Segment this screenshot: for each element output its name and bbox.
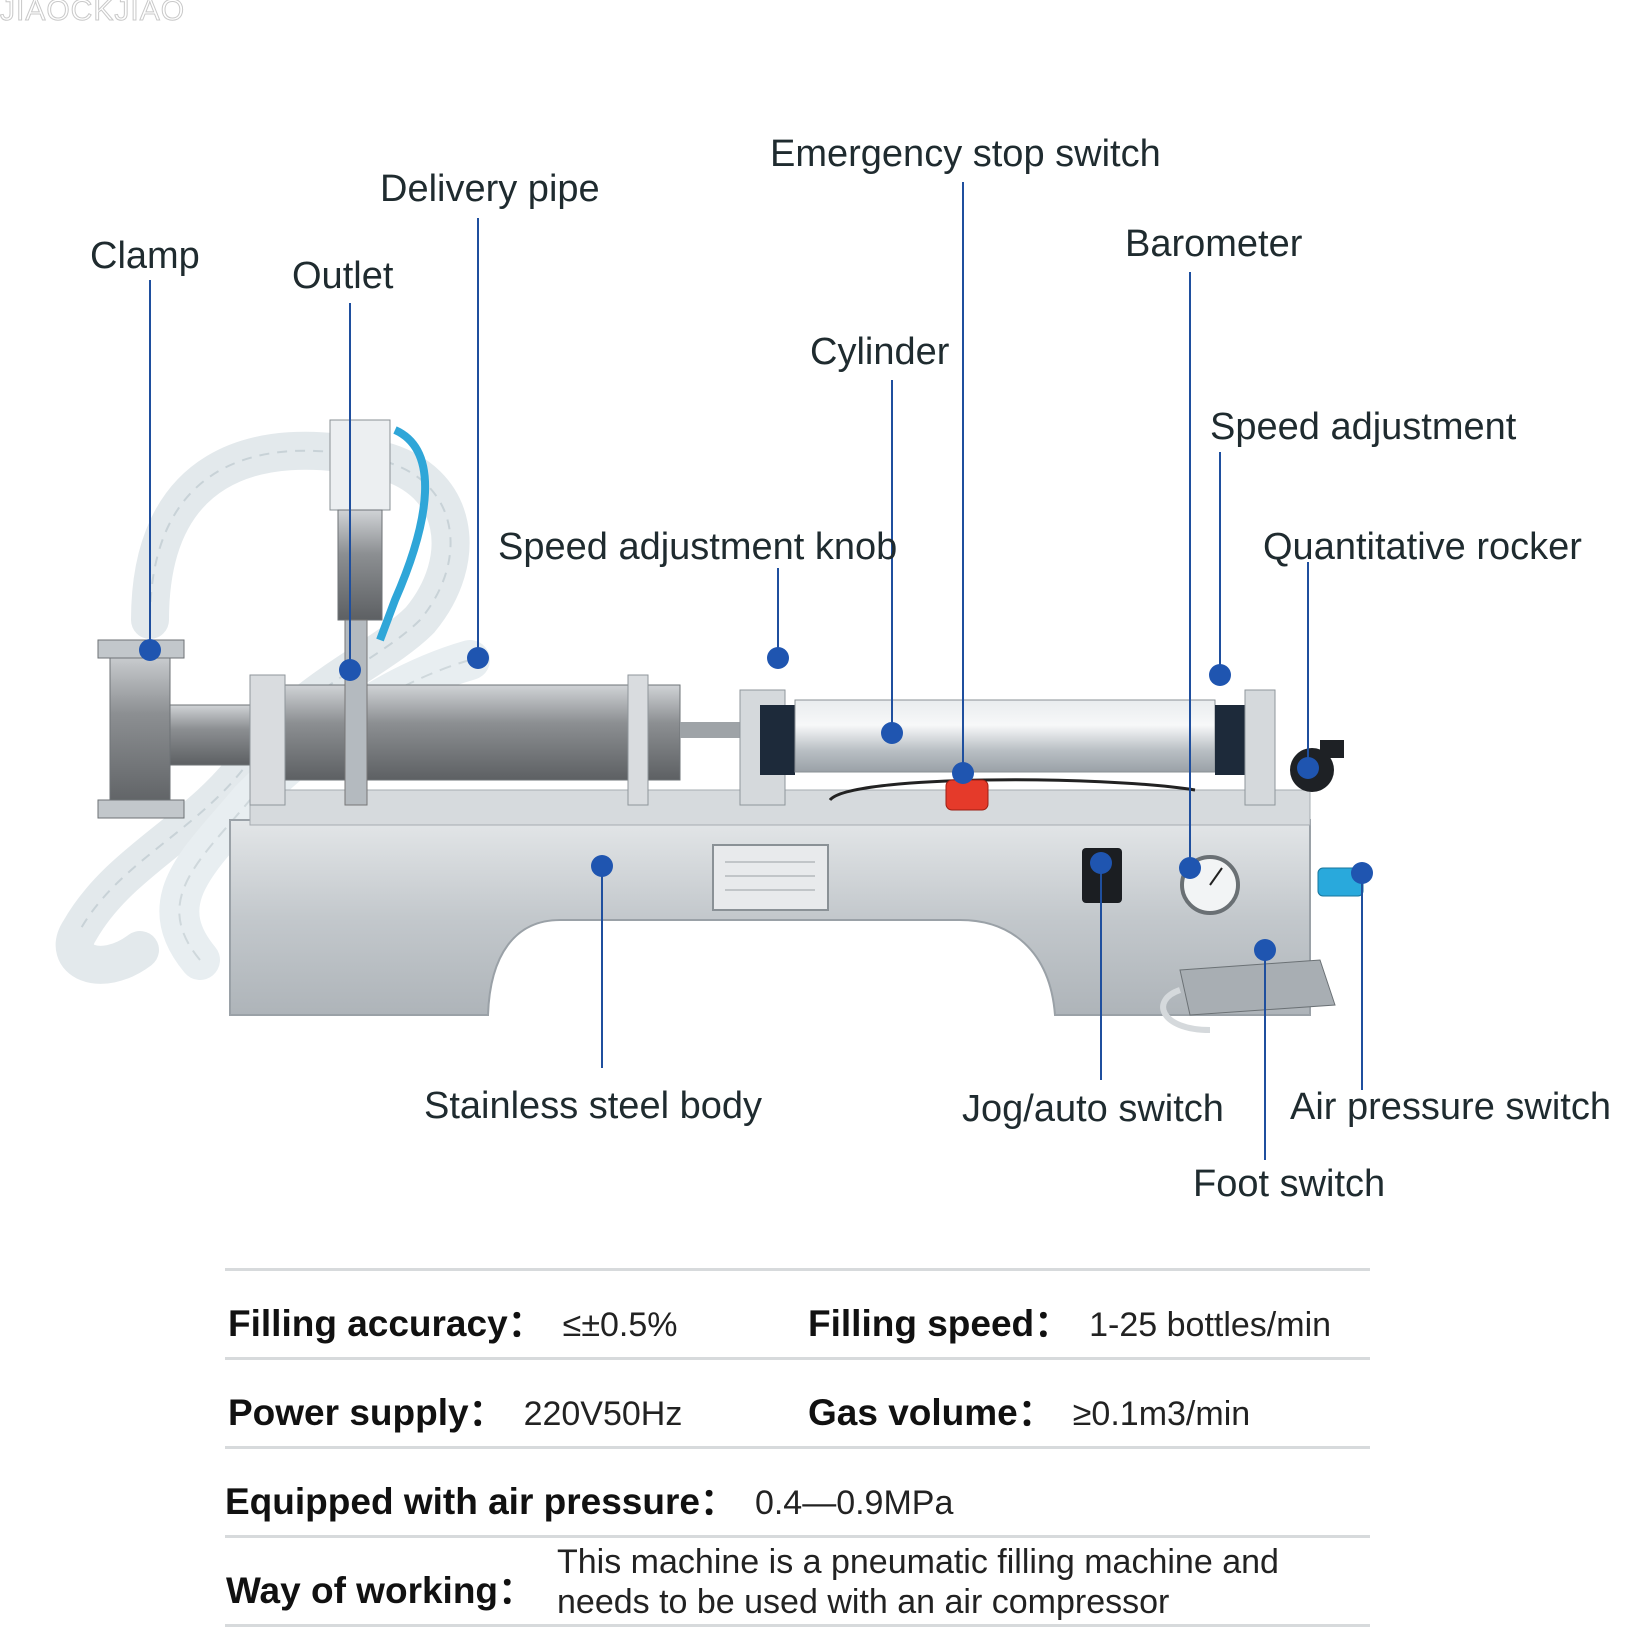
marker-quantitative-rocker xyxy=(1297,757,1319,779)
hose xyxy=(55,431,470,984)
label-air-pressure-switch: Air pressure switch xyxy=(1290,1086,1611,1128)
marker-delivery-pipe xyxy=(467,647,489,669)
label-delivery-pipe: Delivery pipe xyxy=(380,168,600,210)
spec-filling-speed: Filling speed： 1-25 bottles/min xyxy=(808,1293,1331,1347)
spec-power-supply: Power supply： 220V50Hz xyxy=(228,1382,682,1436)
spec-row: Equipped with air pressure： 0.4—0.9MPa xyxy=(225,1446,1370,1535)
spec-filling-accuracy: Filling accuracy： ≤±0.5% xyxy=(228,1293,678,1347)
label-jog-auto-switch: Jog/auto switch xyxy=(962,1088,1224,1130)
spec-value: 0.4—0.9MPa xyxy=(754,1484,954,1522)
spec-description: This machine is a pneumatic filling mach… xyxy=(557,1542,1279,1622)
marker-clamp xyxy=(139,639,161,661)
marker-emergency-stop-switch xyxy=(952,762,974,784)
label-clamp: Clamp xyxy=(90,235,200,277)
marker-stainless-steel-body xyxy=(591,855,613,877)
marker-air-pressure-switch xyxy=(1351,862,1373,884)
air-cylinder xyxy=(794,699,1216,773)
spec-air-pressure: Equipped with air pressure： 0.4—0.9MPa xyxy=(225,1471,953,1525)
marker-outlet xyxy=(339,659,361,681)
label-cylinder: Cylinder xyxy=(810,331,950,373)
spec-label: Gas volume： xyxy=(808,1392,1055,1433)
spec-value: ≤±0.5% xyxy=(562,1306,678,1344)
stainless-steel-body-shape xyxy=(229,819,1311,1016)
spec-row: Filling accuracy： ≤±0.5% Filling speed： 1-… xyxy=(225,1268,1370,1357)
spec-label: Equipped with air pressure： xyxy=(225,1481,737,1522)
spec-way-of-working: Way of working： xyxy=(226,1560,535,1614)
nameplate xyxy=(712,844,829,911)
label-stainless-steel-body: Stainless steel body xyxy=(424,1085,762,1127)
spec-label: Filling speed： xyxy=(808,1303,1072,1344)
spec-row: Power supply： 220V50Hz Gas volume： ≥0.1m3/… xyxy=(225,1357,1370,1446)
label-barometer: Barometer xyxy=(1125,223,1303,265)
spec-row: Way of working： This machine is a pneuma… xyxy=(225,1535,1370,1627)
label-foot-switch: Foot switch xyxy=(1193,1163,1386,1205)
spec-label: Power supply： xyxy=(228,1392,506,1433)
material-cylinder xyxy=(249,684,681,781)
spec-value: 220V50Hz xyxy=(523,1395,683,1433)
marker-barometer xyxy=(1179,857,1201,879)
label-speed-adjustment-knob: Speed adjustment knob xyxy=(498,526,898,568)
spec-value: 1-25 bottles/min xyxy=(1089,1306,1332,1344)
label-outlet: Outlet xyxy=(292,255,394,297)
marker-speed-adjustment xyxy=(1209,664,1231,686)
spec-label: Filling accuracy： xyxy=(228,1303,545,1344)
marker-jog-auto-switch xyxy=(1090,852,1112,874)
description-line: needs to be used with an air compressor xyxy=(557,1583,1170,1621)
foot-switch-shape xyxy=(1179,959,1336,1016)
watermark: JIAOCKJIAO xyxy=(0,0,186,28)
label-speed-adjustment: Speed adjustment xyxy=(1210,406,1517,448)
marker-foot-switch xyxy=(1254,939,1276,961)
spec-table: Filling accuracy： ≤±0.5% Filling speed： 1-… xyxy=(225,1268,1370,1627)
marker-cylinder xyxy=(881,722,903,744)
spec-label: Way of working： xyxy=(226,1570,536,1611)
label-emergency-stop-switch: Emergency stop switch xyxy=(770,133,1161,175)
spec-gas-volume: Gas volume： ≥0.1m3/min xyxy=(808,1382,1250,1436)
description-line: This machine is a pneumatic filling mach… xyxy=(557,1543,1279,1581)
marker-speed-adjustment-knob xyxy=(767,647,789,669)
label-quantitative-rocker: Quantitative rocker xyxy=(1263,526,1582,568)
spec-value: ≥0.1m3/min xyxy=(1072,1395,1251,1433)
